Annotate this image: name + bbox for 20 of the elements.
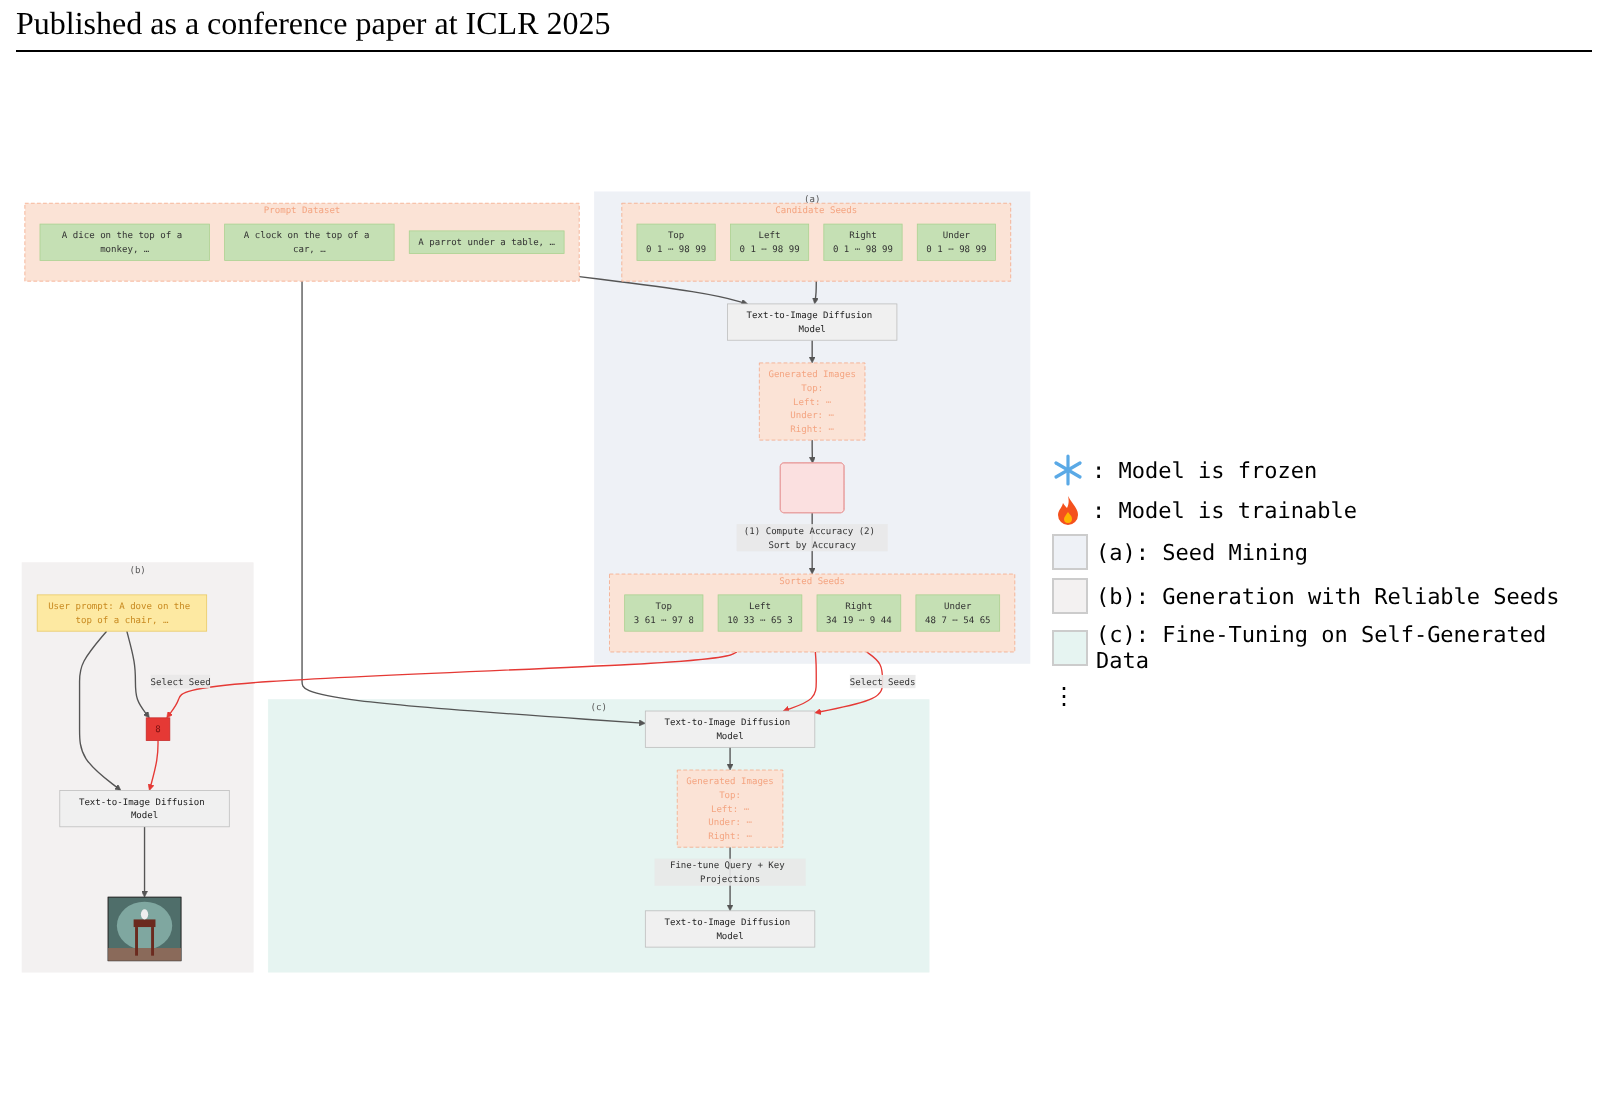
arrow <box>578 275 748 306</box>
legend-text: (b): Generation with Reliable Seeds <box>1096 583 1560 609</box>
arrow <box>726 746 734 771</box>
arrow <box>812 280 819 305</box>
arrow <box>126 630 150 719</box>
arrow <box>147 739 159 791</box>
arrow <box>141 826 148 898</box>
legend-text: (c): Fine-Tuning on Self-Generated Data <box>1096 622 1549 674</box>
arrow <box>809 439 816 464</box>
legend-text: (a): Seed Mining <box>1096 539 1308 565</box>
arrow <box>808 339 816 364</box>
legend-text: : Model is trainable <box>1092 497 1357 523</box>
ellipsis-note: ⋮ <box>1052 682 1078 710</box>
legend-text: : Model is frozen <box>1092 457 1318 483</box>
arrow <box>78 630 122 791</box>
arrow <box>166 651 738 719</box>
arrow <box>814 651 884 715</box>
arrow <box>301 280 646 727</box>
page-header: Published as a conference paper at ICLR 2025 <box>16 8 1592 52</box>
arrow <box>782 651 817 713</box>
